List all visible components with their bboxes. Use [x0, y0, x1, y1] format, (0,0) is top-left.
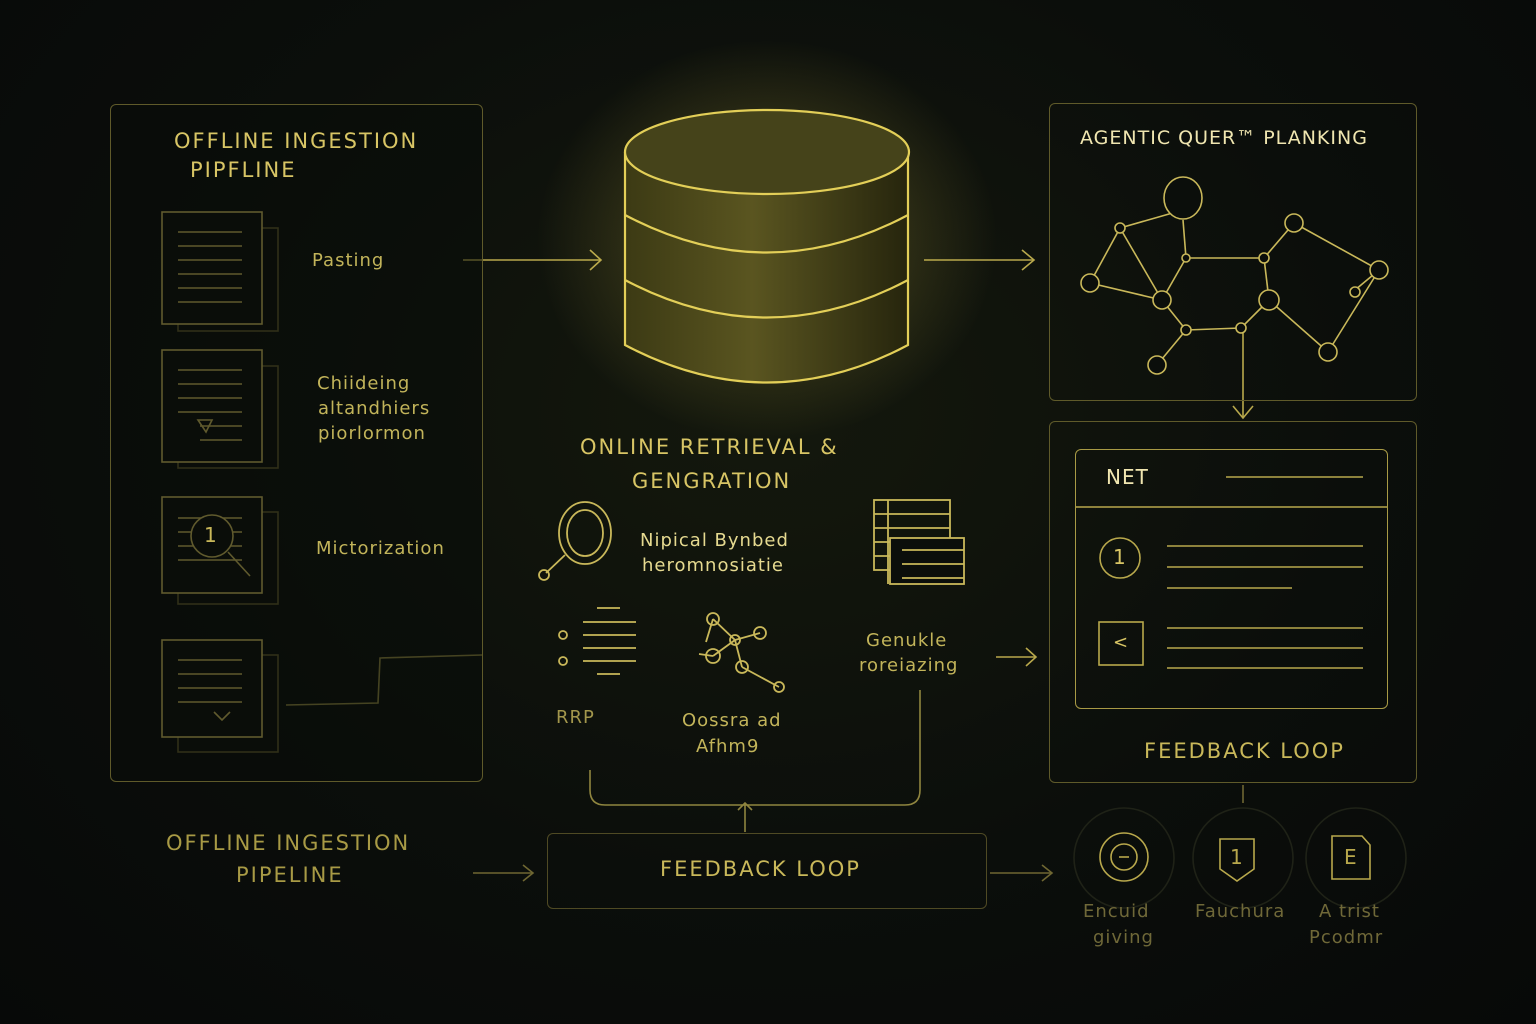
net-panel-title: NET: [1106, 465, 1149, 489]
online-title-line1: ONLINE RETRIEVAL &: [580, 435, 839, 459]
step-label-chunking-3: piorlormon: [318, 423, 426, 444]
bottom-icon1-label-2: giving: [1093, 927, 1154, 948]
document-e-icon: [1331, 835, 1371, 880]
step-label-pasting: Pasting: [312, 250, 385, 271]
graph-label-2: Afhm9: [696, 736, 760, 757]
feedback-loop-box[interactable]: [547, 833, 987, 909]
search-label-2: heromnosiatie: [642, 555, 784, 576]
net-row1-badge: 1: [1113, 545, 1127, 569]
bottom-icon2-badge: 1: [1230, 845, 1244, 869]
search-icon: [538, 501, 612, 581]
magnifier-number: 1: [204, 523, 218, 547]
bottom-icon2-label-1: Fauchura: [1195, 901, 1286, 922]
bottom-feedback-loop[interactable]: FEEDBACK LOOP: [660, 857, 861, 881]
net-row2-badge: <: [1113, 632, 1130, 653]
net-outer-panel: [1049, 421, 1417, 783]
graph-label-1: Oossra ad: [682, 710, 782, 731]
molecule-graph-icon: [698, 612, 785, 693]
graph-network-icon: [1080, 176, 1389, 375]
agentic-query-panel: [1049, 103, 1417, 401]
bottom-icon3-label-1: A trist: [1319, 901, 1380, 922]
arrow-box-icon: [1098, 621, 1144, 666]
net-feedback-loop: FEEDBACK LOOP: [1144, 739, 1345, 763]
rrp-label: RRP: [556, 707, 595, 728]
search-label-1: Nipical Bynbed: [640, 530, 789, 551]
ranked-list-icon: [558, 607, 636, 675]
step-label-vectorization: Mictorization: [316, 538, 445, 559]
target-icon: [1099, 832, 1149, 882]
bottom-offline-line1: OFFLINE INGESTION: [166, 831, 411, 855]
agentic-panel-title: AGENTIC QUER™ PLANKING: [1080, 127, 1368, 149]
offline-panel-title-line2: PIPFLINE: [190, 158, 297, 182]
bottom-icon1-label-1: Encuid: [1083, 901, 1150, 922]
net-inner-panel: [1075, 449, 1388, 709]
database-cylinder-icon: [623, 108, 911, 384]
step-label-chunking-2: altandhiers: [318, 398, 431, 419]
online-title-line2: GENGRATION: [632, 469, 792, 493]
step-label-chunking-1: Chiideing: [317, 373, 411, 394]
generate-label-2: roreiazing: [859, 655, 959, 676]
offline-panel-title-line1: OFFLINE INGESTION: [174, 129, 419, 153]
offline-ingestion-panel: [110, 104, 483, 782]
bottom-icon3-badge: E: [1344, 845, 1358, 869]
numbered-circle-icon: [1099, 537, 1141, 579]
shield-number-icon: [1219, 838, 1255, 882]
generate-label-1: Genukle: [866, 630, 948, 651]
bottom-icon3-label-2: Pcodmr: [1309, 927, 1384, 948]
document-list-icon: [873, 499, 965, 585]
bottom-offline-line2: PIPELINE: [236, 863, 344, 887]
